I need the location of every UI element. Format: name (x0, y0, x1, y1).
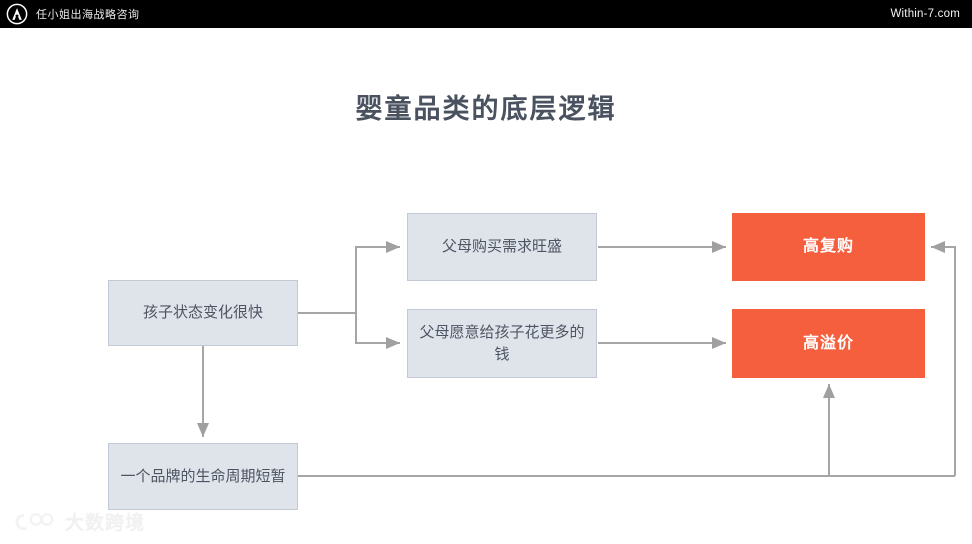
dashujingjing-logo-icon (15, 512, 54, 530)
edge-child-demand (355, 241, 400, 313)
slide-canvas: 婴童品类的底层逻辑 (0, 28, 972, 544)
circle-a-logo-icon (6, 3, 28, 25)
node-child[interactable]: 孩子状态变化很快 (108, 280, 298, 346)
brand-group: 任小姐出海战略咨询 (6, 3, 140, 25)
brand-name: 任小姐出海战略咨询 (36, 9, 140, 21)
top-bar: 任小姐出海战略咨询 Within-7.com (0, 0, 972, 28)
node-parent-demand[interactable]: 父母购买需求旺盛 (407, 213, 597, 281)
node-high-repurchase[interactable]: 高复购 (732, 213, 925, 281)
edge-child-spend (355, 313, 400, 349)
node-parent-spending[interactable]: 父母愿意给孩子花更多的钱 (407, 309, 597, 378)
node-high-premium[interactable]: 高溢价 (732, 309, 925, 378)
node-brand-lifecycle[interactable]: 一个品牌的生命周期短暂 (108, 443, 298, 510)
watermark: 大数跨境 (14, 508, 145, 535)
edge-lifecycle-repurchase (931, 241, 956, 476)
flowchart-diagram: 孩子状态变化很快 父母购买需求旺盛 父母愿意给孩子花更多的钱 一个品牌的生命周期… (0, 28, 972, 544)
watermark-text: 大数跨境 (65, 513, 146, 534)
site-url: Within-7.com (890, 8, 960, 20)
page-title: 婴童品类的底层逻辑 (355, 94, 617, 124)
flowchart-connectors (197, 241, 956, 477)
